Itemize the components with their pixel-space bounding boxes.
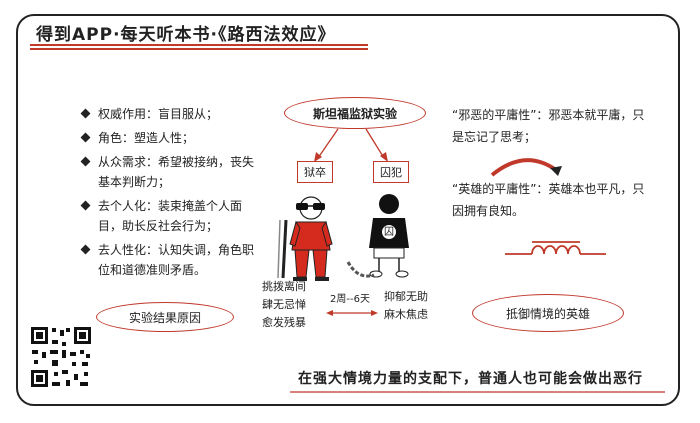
arrow-head-icon [326,310,333,316]
prisoner-label: 囚犯 [373,161,409,183]
prisoner-figure-icon [346,194,409,278]
arrow-to-prisoner [365,128,385,159]
hero-banality-text: “英雄的平庸性”：英雄本也平凡，只因拥有良知。 [452,182,645,218]
guard-figure-icon [277,196,333,281]
guard-trait: 挑拨离间 [262,280,306,293]
prisoner-trait: 麻木焦虑 [384,308,428,321]
guard-trait: 肆无忌惮 [262,298,306,311]
card-frame [16,14,680,406]
title-underline-2 [30,48,368,50]
guard-traits: 挑拨离间 肆无忌惮 愈发残暴 [262,278,306,332]
list-item: 角色：塑造人性； [82,128,254,148]
list-item: 去人性化：认知失调，角色职位和道德准则矛盾。 [82,240,254,280]
list-item: 从众需求：希望被接纳，丧失基本判断力； [82,152,254,192]
results-list: 权威作用：盲目服从； 角色：塑造人性； 从众需求：希望被接纳，丧失基本判断力； … [82,104,254,284]
prisoner-badge: 囚 [384,227,394,238]
prisoner-traits: 抑郁无助 麻木焦虑 [384,288,428,324]
hero-label-oval: 抵御情境的英雄 [472,294,624,332]
list-item: 权威作用：盲目服从； [82,104,254,124]
duration-label: 2周--6天 [330,294,370,305]
qr-code-icon [30,326,92,388]
arrow-head-icon [371,310,378,316]
guard-trait: 愈发残暴 [262,316,306,329]
prisoner-trait: 抑郁无助 [384,290,428,303]
title-underline [30,44,368,46]
list-item: 去个人化：装束掩盖个人面目，助长反社会行为； [82,196,254,236]
inductor-icon [505,241,606,255]
arrow-to-guard [317,128,339,159]
curved-arrow-icon [490,158,558,177]
page-title: 得到APP·每天听本书·《路西法效应》 [36,25,336,45]
arrow-head-icon [380,152,388,162]
arrow-head-icon [550,166,562,176]
evil-banality-text: “邪恶的平庸性”：邪恶本就平庸，只是忘记了思考； [452,108,645,144]
arrow-head-icon [314,152,322,162]
experiment-title-oval: 斯坦福监狱实验 [284,97,426,129]
guard-label: 狱卒 [297,161,333,183]
conclusion-text: 在强大情境力量的支配下，普通人也可能会做出恶行 [298,371,643,387]
results-label-oval: 实验结果原因 [96,302,234,332]
